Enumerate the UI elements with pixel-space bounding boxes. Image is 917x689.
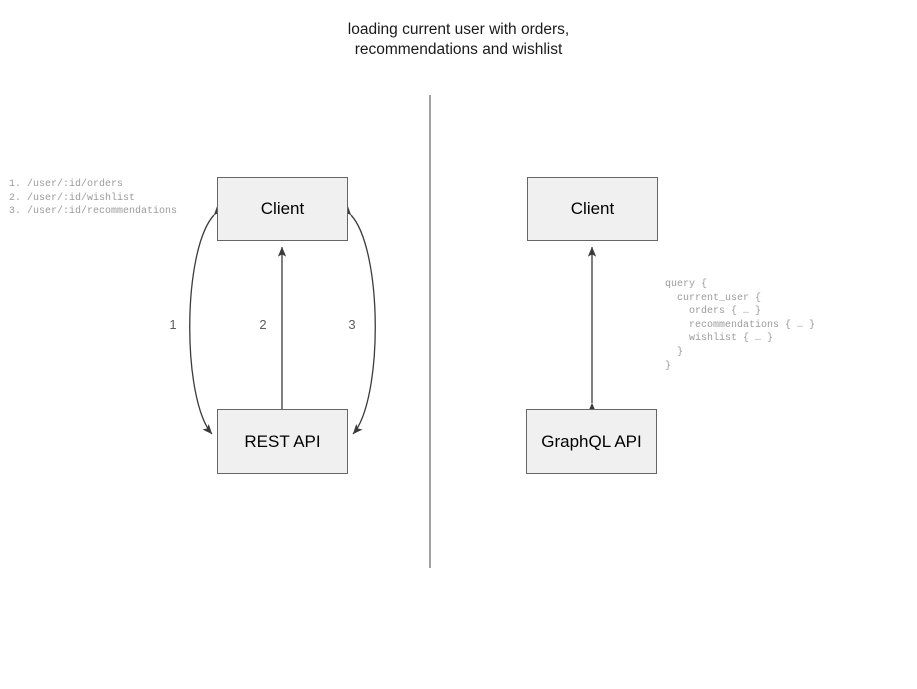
node-graphql-api[interactable]: GraphQL API <box>526 409 657 474</box>
page-title: loading current user with orders, recomm… <box>347 21 570 58</box>
edge-label-2: 2 <box>259 317 267 332</box>
node-graphql-api-label: GraphQL API <box>541 431 642 451</box>
node-client-rest-label: Client <box>260 199 305 218</box>
edge-client-rest-1 <box>189 205 224 435</box>
node-client-graphql[interactable]: Client <box>527 177 658 241</box>
rest-endpoint-list: 1. /user/:id/orders 2. /user/:id/wishlis… <box>9 179 178 218</box>
edge-label-3: 3 <box>348 317 356 332</box>
edge-label-1: 1 <box>169 317 177 332</box>
node-rest-api-label: REST API <box>244 431 321 451</box>
node-client-graphql-label: Client <box>570 199 615 218</box>
node-client-rest[interactable]: Client <box>217 177 348 241</box>
node-rest-api[interactable]: REST API <box>217 409 348 474</box>
graphql-query-snippet: query { current_user { orders { … } reco… <box>665 279 816 372</box>
